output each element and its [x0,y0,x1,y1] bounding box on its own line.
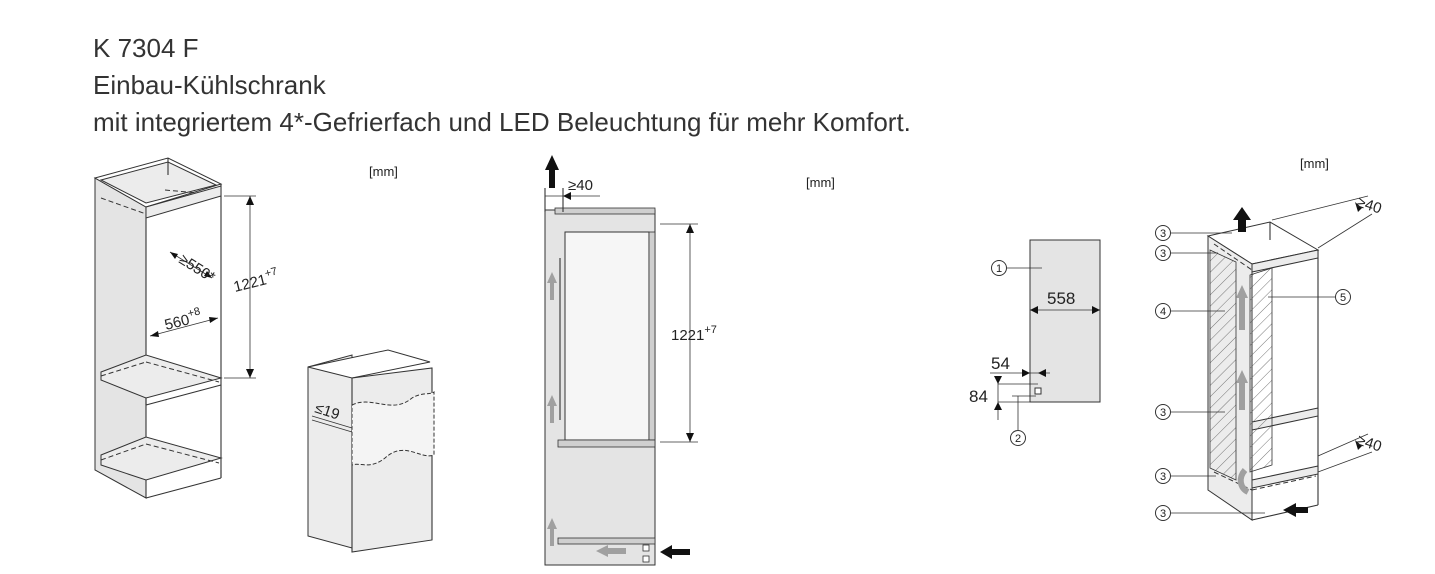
connection-offset-y-label: 84 [969,387,988,406]
vent-exhaust-arrow [1233,207,1251,232]
ventilation-drawing: ≥40 ≥40 3 3 4 3 3 3 5 [mm] [1155,156,1384,521]
fig2-unit: [mm] [806,175,835,190]
top-clearance-label: ≥40 [568,177,593,194]
svg-text:1221+7: 1221+7 [671,324,717,344]
connection-drawing: 558 1 2 54 84 [969,239,1101,446]
vent-callout-3b: 3 [1160,248,1166,260]
vent-callout-3e: 3 [1160,508,1166,520]
connection-offset-x-label: 54 [991,354,1010,373]
vent-callout-3a: 3 [1160,228,1166,240]
vent-callout-4: 4 [1160,306,1166,318]
door-panel-cutaway [351,391,435,466]
niche-width-tolerance: +8 [186,305,201,320]
appliance-section [564,231,650,441]
header: K 7304 F Einbau-Kühlschrank mit integrie… [93,30,911,141]
side-section-drawing: ≥40 1221+7 [mm] [544,155,835,566]
svg-text:1221+7: 1221+7 [231,265,280,296]
niche-width-label: 560 [163,311,191,334]
vent-callout-3c: 3 [1160,407,1166,419]
side-height-label: 1221 [671,327,704,344]
connection-width-label: 558 [1047,289,1075,308]
model-title: K 7304 F [93,33,199,63]
vent-bottom-clearance-label: ≥40 [1355,432,1384,456]
appliance-drawing: ≤19 [307,349,435,553]
svg-text:560+8: 560+8 [162,305,203,333]
vent-callout-3d: 3 [1160,471,1166,483]
vent-intake-arrow [1283,503,1308,517]
niche-depth-label: ≥550* [176,251,218,286]
callout-2: 2 [1015,433,1021,445]
niche-cabinet-drawing: ≥550* 560+8 1221+7 [mm] [93,157,398,499]
vent-top-clearance-label: ≥40 [1355,194,1384,218]
intake-air-arrow [660,545,690,559]
fig1-unit: [mm] [369,164,398,179]
callout-1: 1 [996,263,1002,275]
rear-panel [1029,239,1101,403]
appliance-side [307,354,353,549]
appliance-top [307,349,431,379]
vent-callout-5: 5 [1340,292,1346,304]
side-height-tolerance: +7 [704,324,717,336]
exhaust-air-arrow [545,155,559,188]
product-type: Einbau-Kühlschrank [93,70,326,100]
door-gap-label: ≤19 [313,400,342,424]
product-description: mit integriertem 4*-Gefrierfach und LED … [93,107,911,137]
niche-height-label: 1221 [232,271,268,296]
niche-height-tolerance: +7 [264,265,279,280]
fig3-unit: [mm] [1300,156,1329,171]
